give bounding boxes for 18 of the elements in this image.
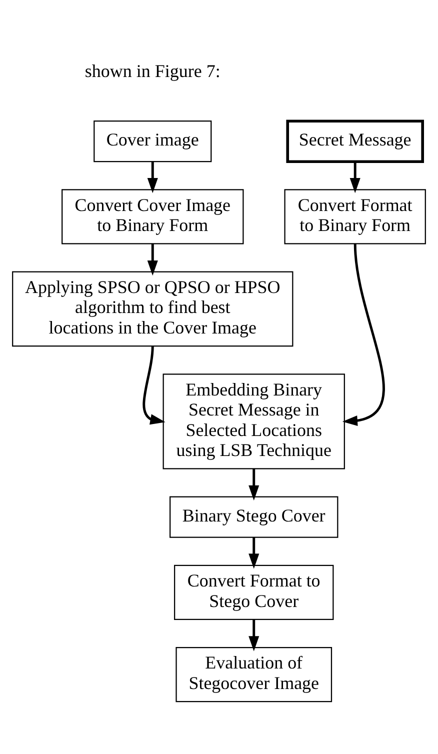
arrow [248,537,260,569]
node-box: Convert Format to Stego Cover [174,564,334,620]
node-box: Binary Stego Cover [170,496,338,538]
node-box: Embedding Binary Secret Message in Selected Locations using LSB Technique [162,374,345,470]
arrow [142,346,166,425]
node-box: Applying SPSO or QPSO or HPSO algorithm to find best locations in the Cover Image [12,271,294,347]
node-box: Evaluation of Stegocover Image [176,646,332,702]
node-box: Cover image [94,120,212,162]
arrow [147,244,158,276]
arrow [248,620,260,652]
label: shown in Figure 7: [84,61,220,82]
arrow [147,162,158,194]
node-box: Convert Cover Image to Binary Form [62,189,244,244]
arrow [342,244,385,426]
node-box: Convert Format to Binary Form [284,189,426,244]
arrow [350,162,360,194]
node-box: Secret Message [286,120,424,163]
arrow [248,468,260,500]
